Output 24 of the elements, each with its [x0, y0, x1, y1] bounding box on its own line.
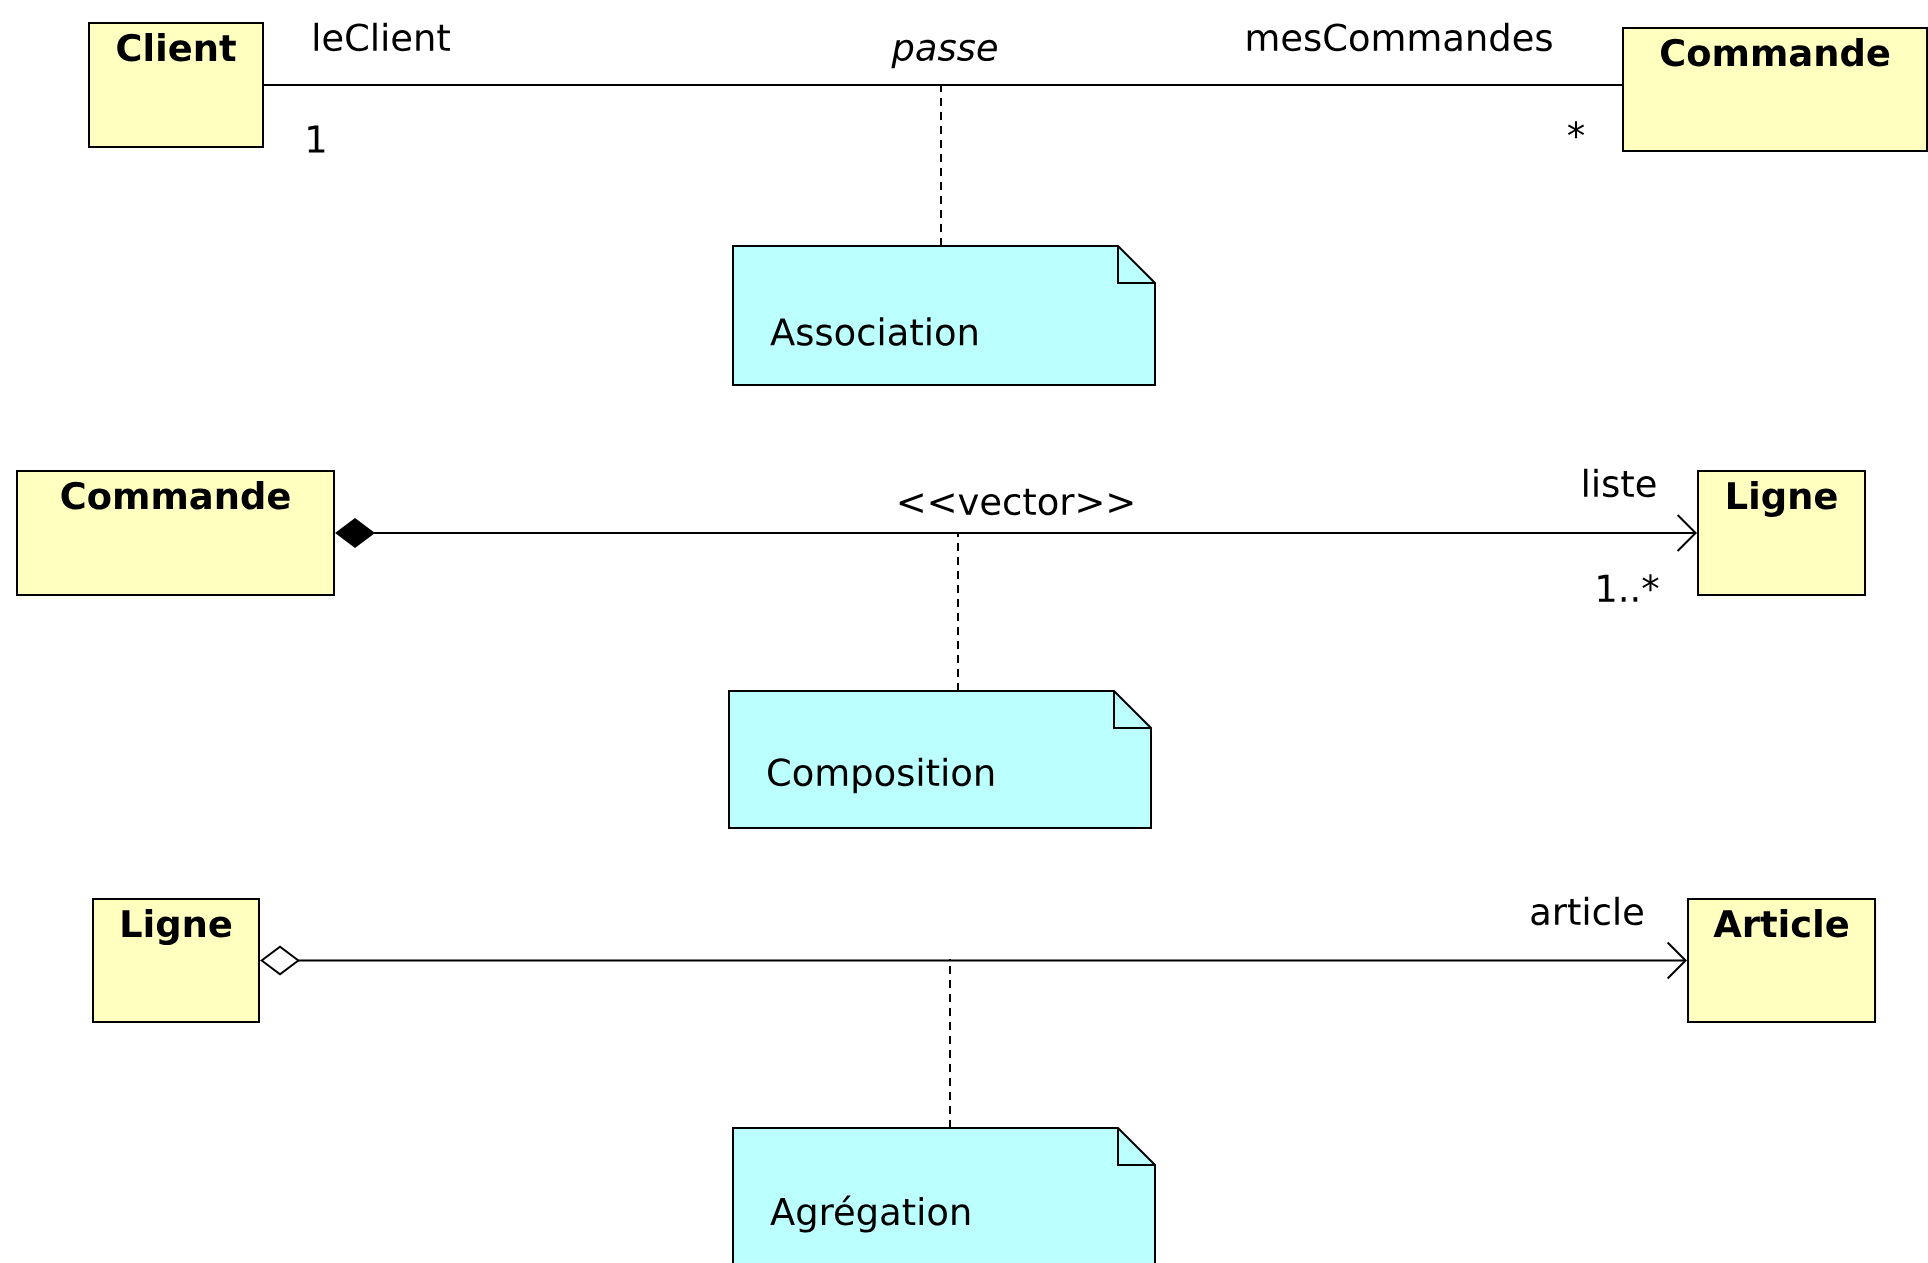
note-box: Agrégation — [732, 1127, 1156, 1263]
class-box: Commande — [16, 470, 335, 596]
leader-line — [957, 531, 959, 692]
class-box: Commande — [1622, 27, 1928, 152]
association-line — [263, 84, 1623, 86]
role-label: leClient — [314, 22, 450, 52]
note-box: Composition — [728, 690, 1152, 829]
leader-line — [940, 84, 942, 247]
class-box: Article — [1687, 898, 1876, 1023]
role-label: liste — [1584, 468, 1656, 498]
class-box: Client — [88, 22, 264, 148]
class-box: Ligne — [92, 898, 260, 1023]
role-label: * — [1567, 121, 1585, 139]
edge-label: <<vector>> — [899, 488, 1133, 516]
role-label: article — [1531, 896, 1643, 926]
leader-line — [949, 958, 951, 1129]
note-box: Association — [732, 245, 1156, 386]
connector-arrow — [260, 941, 1688, 980]
edge-label: passe — [891, 39, 997, 69]
role-label: 1 — [308, 125, 325, 153]
class-box: Ligne — [1697, 470, 1866, 596]
role-label: 1..* — [1598, 574, 1659, 602]
connector-arrow — [335, 514, 1698, 552]
role-label: mesCommandes — [1247, 22, 1552, 52]
